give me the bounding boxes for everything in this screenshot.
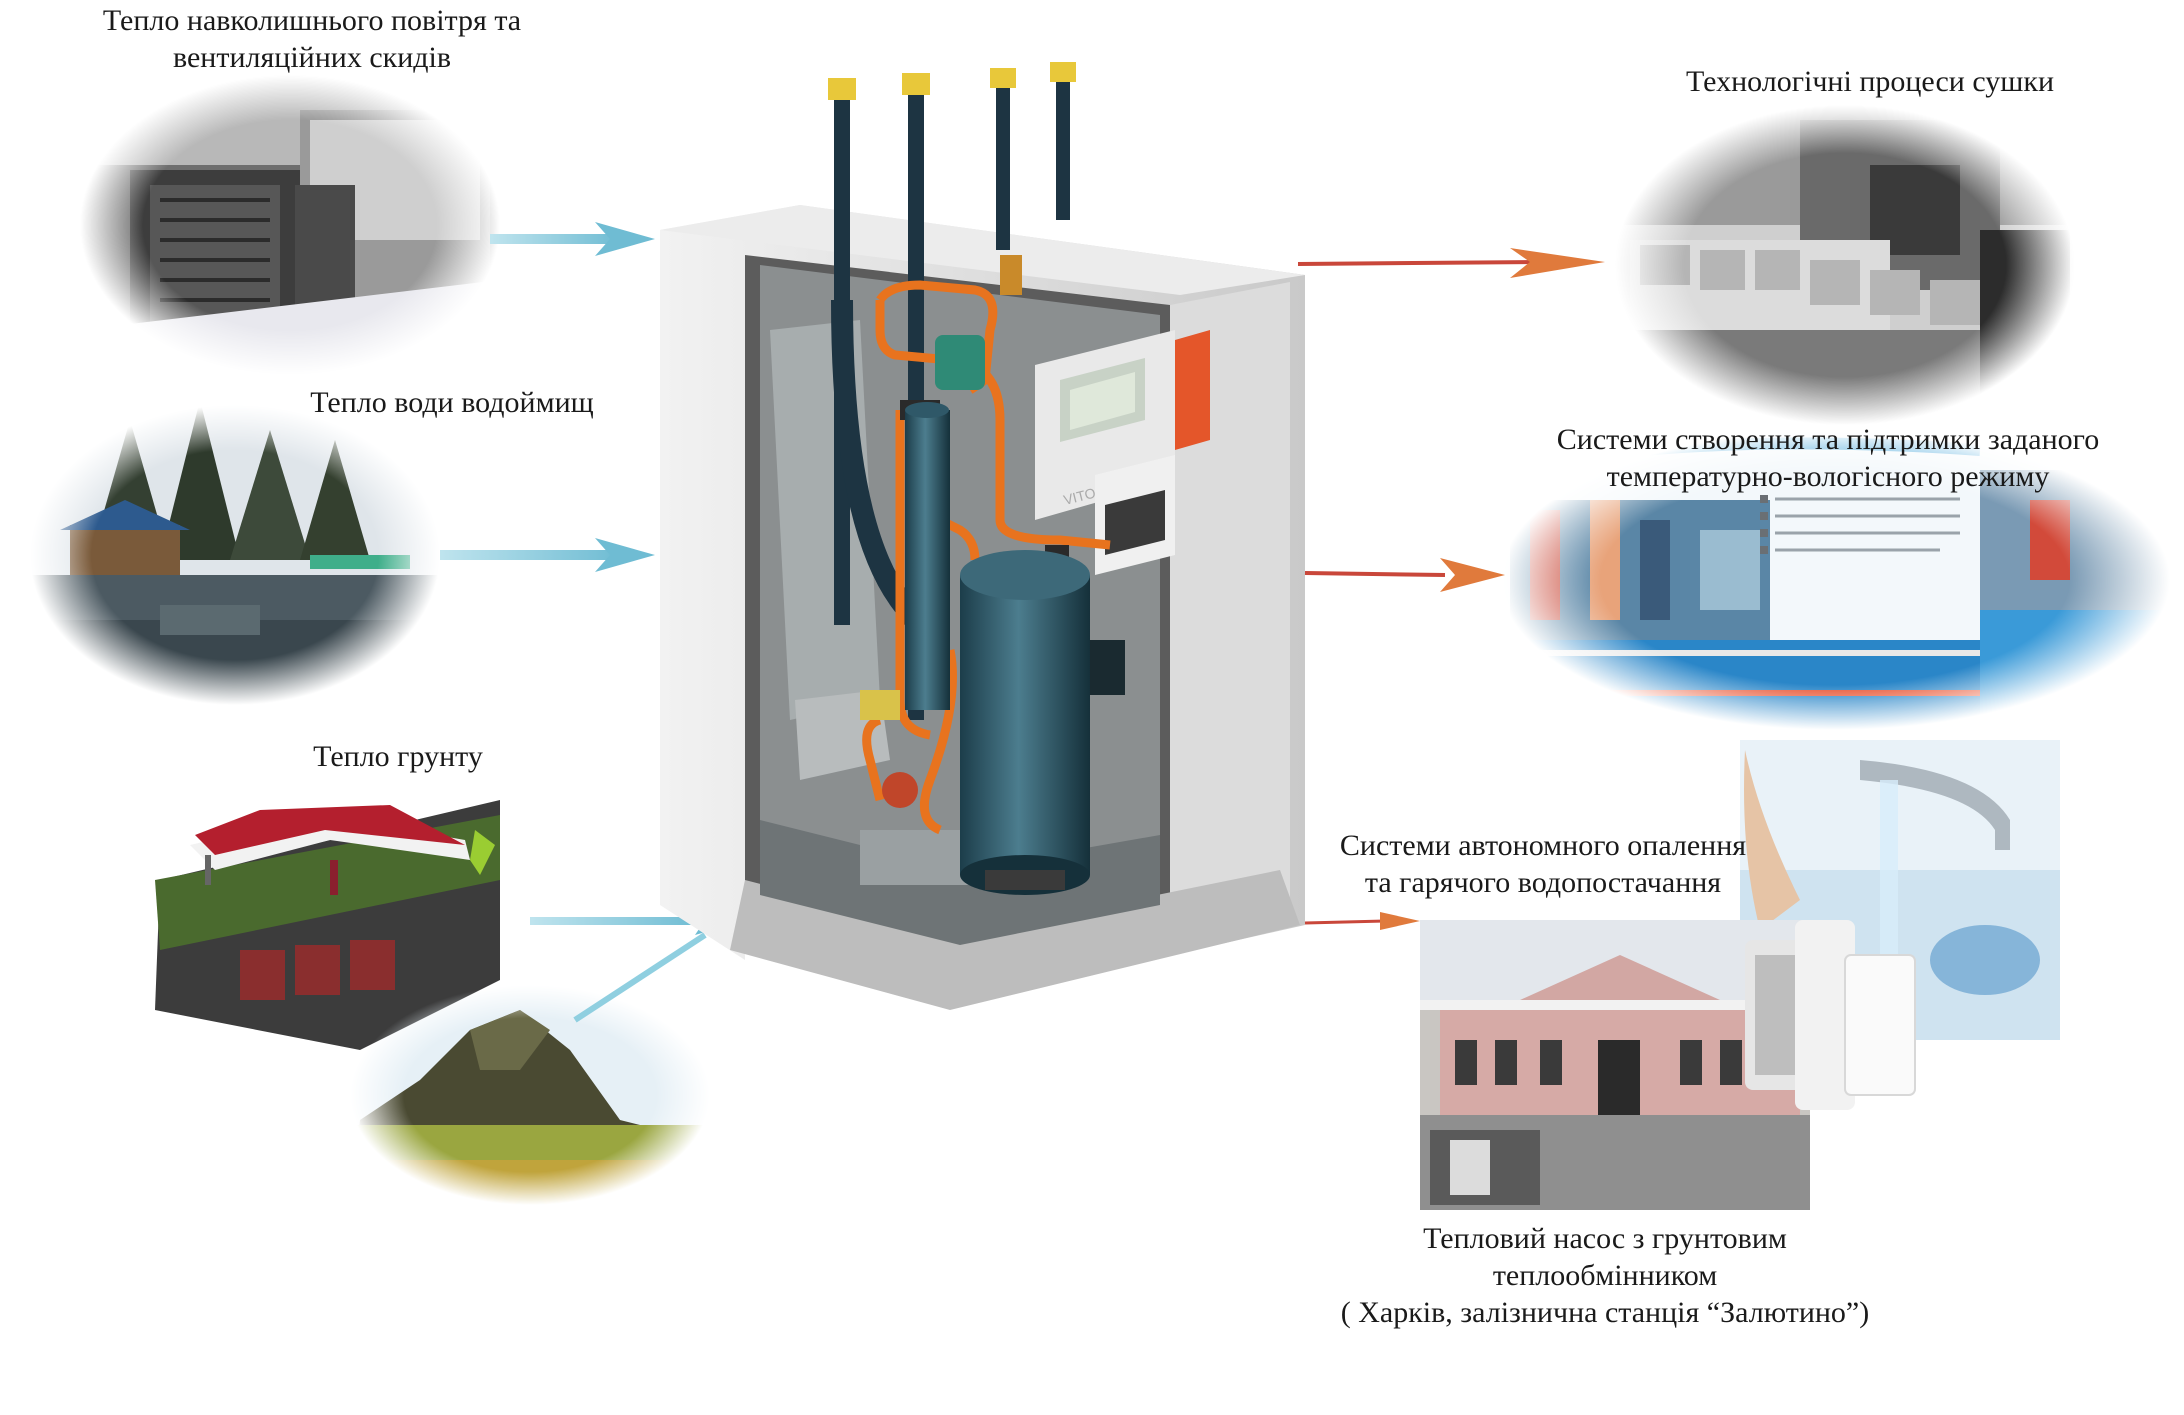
source-water-label: Тепло води водоймищ xyxy=(310,386,594,419)
input-arrow-air xyxy=(490,222,655,256)
caption-line2: теплообмінником xyxy=(1493,1259,1717,1292)
output-arrow-heating xyxy=(1304,912,1420,930)
source-ground-label: Тепло грунту xyxy=(313,740,483,773)
caption-line3: ( Харків, залізнична станція “Залютино”) xyxy=(1341,1296,1870,1329)
caption-line1: Тепловий насос з грунтовим xyxy=(1423,1222,1787,1255)
output-arrow-drying xyxy=(1297,248,1605,278)
ground-mountain-photo xyxy=(350,985,710,1205)
water-source-photo xyxy=(30,400,440,705)
input-arrow-water xyxy=(440,538,655,572)
air-source-photo xyxy=(80,75,500,380)
consumer-heating-label-line1: Системи автономного опалення xyxy=(1340,829,1746,862)
consumer-climate-label-line2: температурно-вологісного режиму xyxy=(1607,460,2050,493)
output-arrow-climate xyxy=(1304,558,1505,592)
input-arrow-ground-lower xyxy=(573,932,707,1023)
drying-process-photo xyxy=(1610,105,2080,425)
consumer-heating-label-line2: та гарячого водопостачання xyxy=(1365,866,1721,899)
heat-pump-unit: VITOCAL 300 xyxy=(660,62,1305,1010)
consumer-drying-label: Технологічні процеси сушки xyxy=(1686,65,2054,98)
boiler-tanks-photo xyxy=(1745,920,1916,1110)
source-air-label-line2: вентиляційних скидів xyxy=(173,41,451,74)
source-air-label-line1: Тепло навколишнього повітря та xyxy=(103,4,521,37)
consumer-climate-label-line1: Системи створення та підтримки заданого xyxy=(1557,423,2099,456)
climate-pool-photo xyxy=(1498,430,2180,735)
